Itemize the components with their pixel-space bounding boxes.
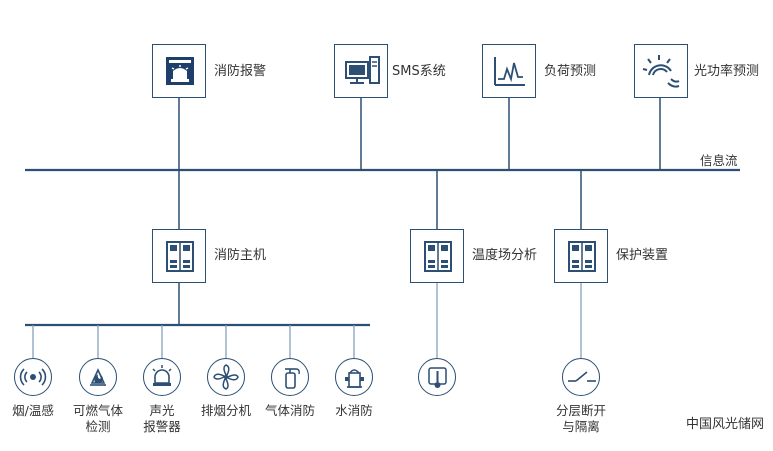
node-temp-analysis-label: 温度场分析 <box>472 248 538 263</box>
device-smoke-exhaust-label: 排烟分机 <box>200 403 251 418</box>
sun-icon <box>642 55 680 88</box>
cabinet-icon <box>568 241 596 272</box>
node-sms-label: SMS系统 <box>392 64 446 79</box>
device-water-fire-label: 水消防 <box>335 403 373 418</box>
device-water-fire <box>335 358 373 396</box>
device-gas-fire-label: 气体消防 <box>264 403 315 418</box>
node-load-forecast-label: 负荷预测 <box>544 64 597 79</box>
node-pv-forecast-label: 光功率预测 <box>694 64 760 79</box>
extinguisher-icon <box>285 368 300 389</box>
info-bus-label: 信息流 <box>700 153 738 168</box>
node-pv-forecast <box>634 44 688 98</box>
cabinet-icon <box>166 241 194 272</box>
node-protection <box>554 229 608 283</box>
device-smoke-temp-label: 烟/温感 <box>12 403 54 418</box>
alarm-light-icon <box>152 365 172 386</box>
fan-icon <box>213 364 239 390</box>
device-isolation-label: 分层断开 与隔离 <box>555 403 606 434</box>
watermark: 中国风光储网 <box>686 417 765 432</box>
device-gas-detect-label: 可燃气体 检测 <box>72 403 123 434</box>
hydrant-icon <box>345 369 364 388</box>
device-thermometer <box>418 358 456 396</box>
node-temp-analysis <box>410 229 464 283</box>
computer-icon <box>345 56 380 84</box>
smoke-sensor-icon <box>19 368 47 386</box>
flame-icon <box>90 368 106 386</box>
node-protection-label: 保护装置 <box>616 248 669 263</box>
node-fire-alarm-label: 消防报警 <box>214 64 267 79</box>
fire-alarm-icon <box>166 57 194 85</box>
device-smoke-temp <box>14 358 52 396</box>
cabinet-icon <box>424 241 452 272</box>
node-sms <box>334 44 388 98</box>
node-fire-alarm <box>152 44 206 98</box>
device-alarm-label: 声光 报警器 <box>143 403 181 434</box>
node-load-forecast <box>482 44 536 98</box>
device-smoke-exhaust <box>207 358 245 396</box>
node-fire-host-label: 消防主机 <box>214 248 267 263</box>
device-gas-detect <box>79 358 117 396</box>
switch-icon <box>568 371 596 382</box>
device-isolation <box>562 358 600 396</box>
node-fire-host <box>152 229 206 283</box>
device-alarm <box>143 358 181 396</box>
device-gas-fire <box>271 358 309 396</box>
line-chart-icon <box>494 57 525 86</box>
thermometer-icon <box>428 367 447 388</box>
